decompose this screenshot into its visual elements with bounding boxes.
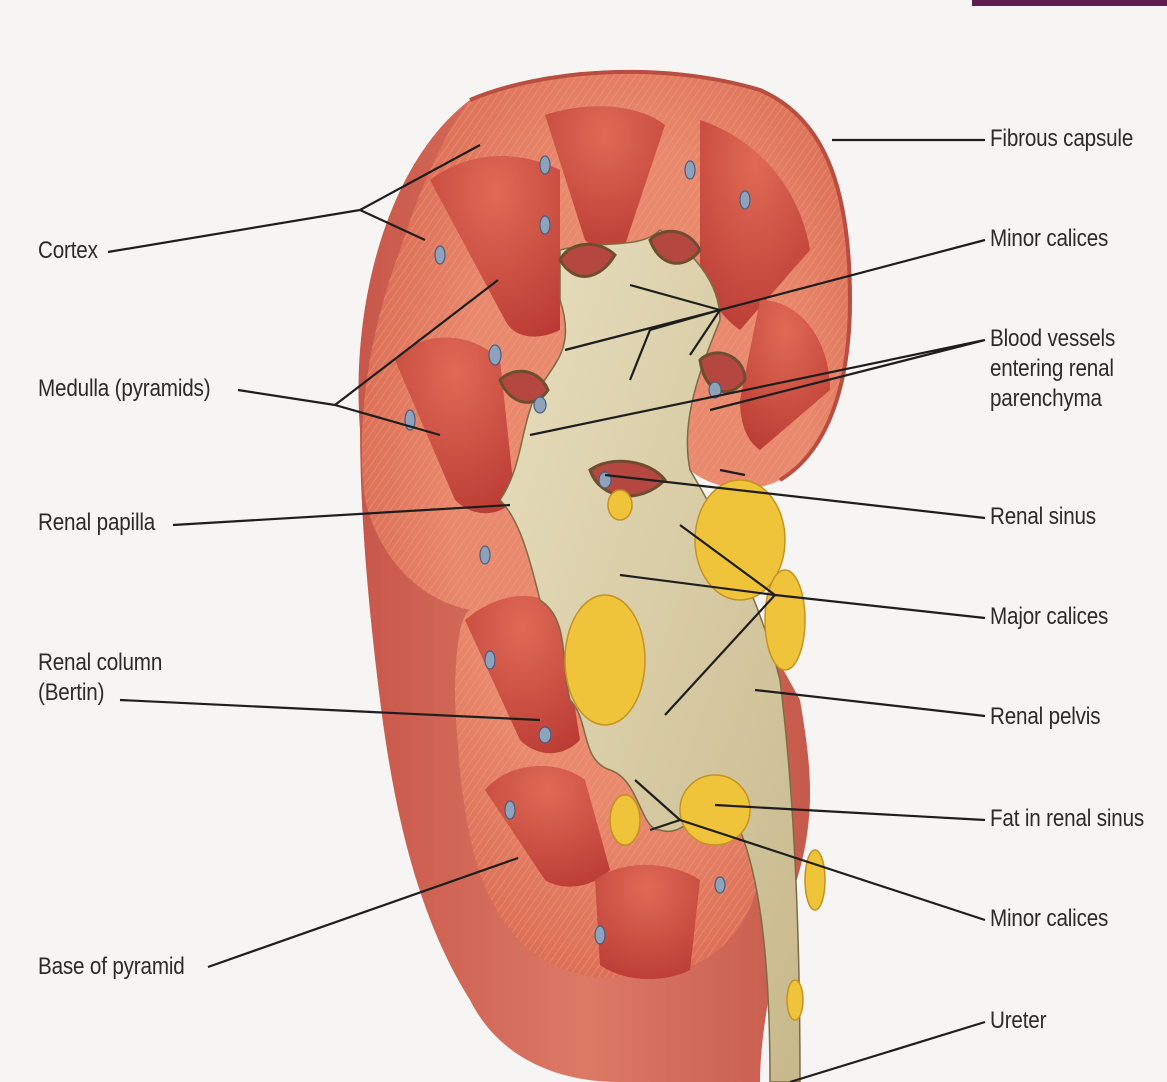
label-cortex: Cortex <box>38 236 98 266</box>
label-major-calices: Major calices <box>990 602 1108 632</box>
label-medulla: Medulla (pyramids) <box>38 374 210 404</box>
leader-ureter <box>790 1022 985 1082</box>
label-renal-column: Renal column (Bertin) <box>38 648 162 708</box>
label-blood-vessels: Blood vessels entering renal parenchyma <box>990 324 1115 414</box>
label-base-of-pyramid: Base of pyramid <box>38 952 185 982</box>
label-fat-in-renal-sinus: Fat in renal sinus <box>990 804 1144 834</box>
label-renal-sinus: Renal sinus <box>990 502 1096 532</box>
label-fibrous-capsule: Fibrous capsule <box>990 124 1133 154</box>
label-minor-calices-top: Minor calices <box>990 224 1108 254</box>
label-renal-pelvis: Renal pelvis <box>990 702 1100 732</box>
label-minor-calices-bottom: Minor calices <box>990 904 1108 934</box>
label-ureter: Ureter <box>990 1006 1046 1036</box>
label-renal-papilla: Renal papilla <box>38 508 155 538</box>
